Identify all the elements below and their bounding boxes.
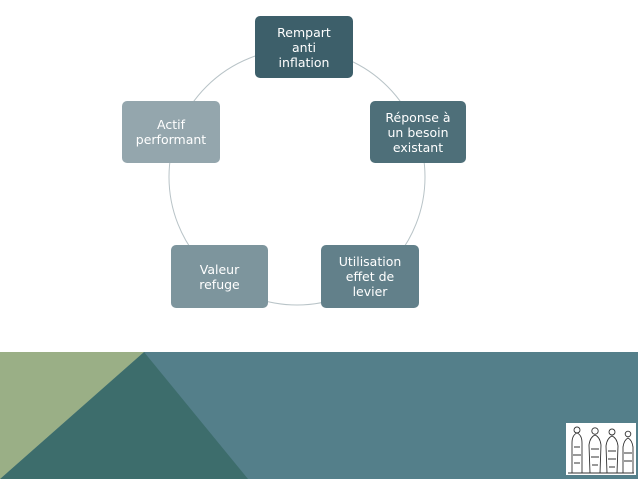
statues-engraving-logo — [566, 423, 636, 475]
footer-band — [0, 352, 638, 479]
statues-engraving-icon — [568, 426, 634, 474]
cycle-node-label: Rempart anti inflation — [277, 24, 331, 70]
cycle-node-label: Actif performant — [135, 117, 207, 147]
cycle-node-valeur-refuge: Valeur refuge — [171, 245, 268, 308]
cycle-node-label: Utilisation effet de levier — [338, 254, 402, 299]
cycle-node-label: Valeur refuge — [199, 261, 240, 292]
cycle-node-label: Réponse à un besoin existant — [385, 109, 451, 155]
footer-light-triangle — [0, 352, 144, 479]
cycle-node-effet-levier: Utilisation effet de levier — [321, 245, 419, 308]
cycle-node-reponse-besoin: Réponse à un besoin existant — [370, 101, 466, 163]
cycle-node-actif-performant: Actif performant — [122, 101, 220, 163]
cycle-node-rempart-anti-inflation: Rempart anti inflation — [255, 16, 353, 78]
footer-dark-triangle — [0, 352, 248, 479]
